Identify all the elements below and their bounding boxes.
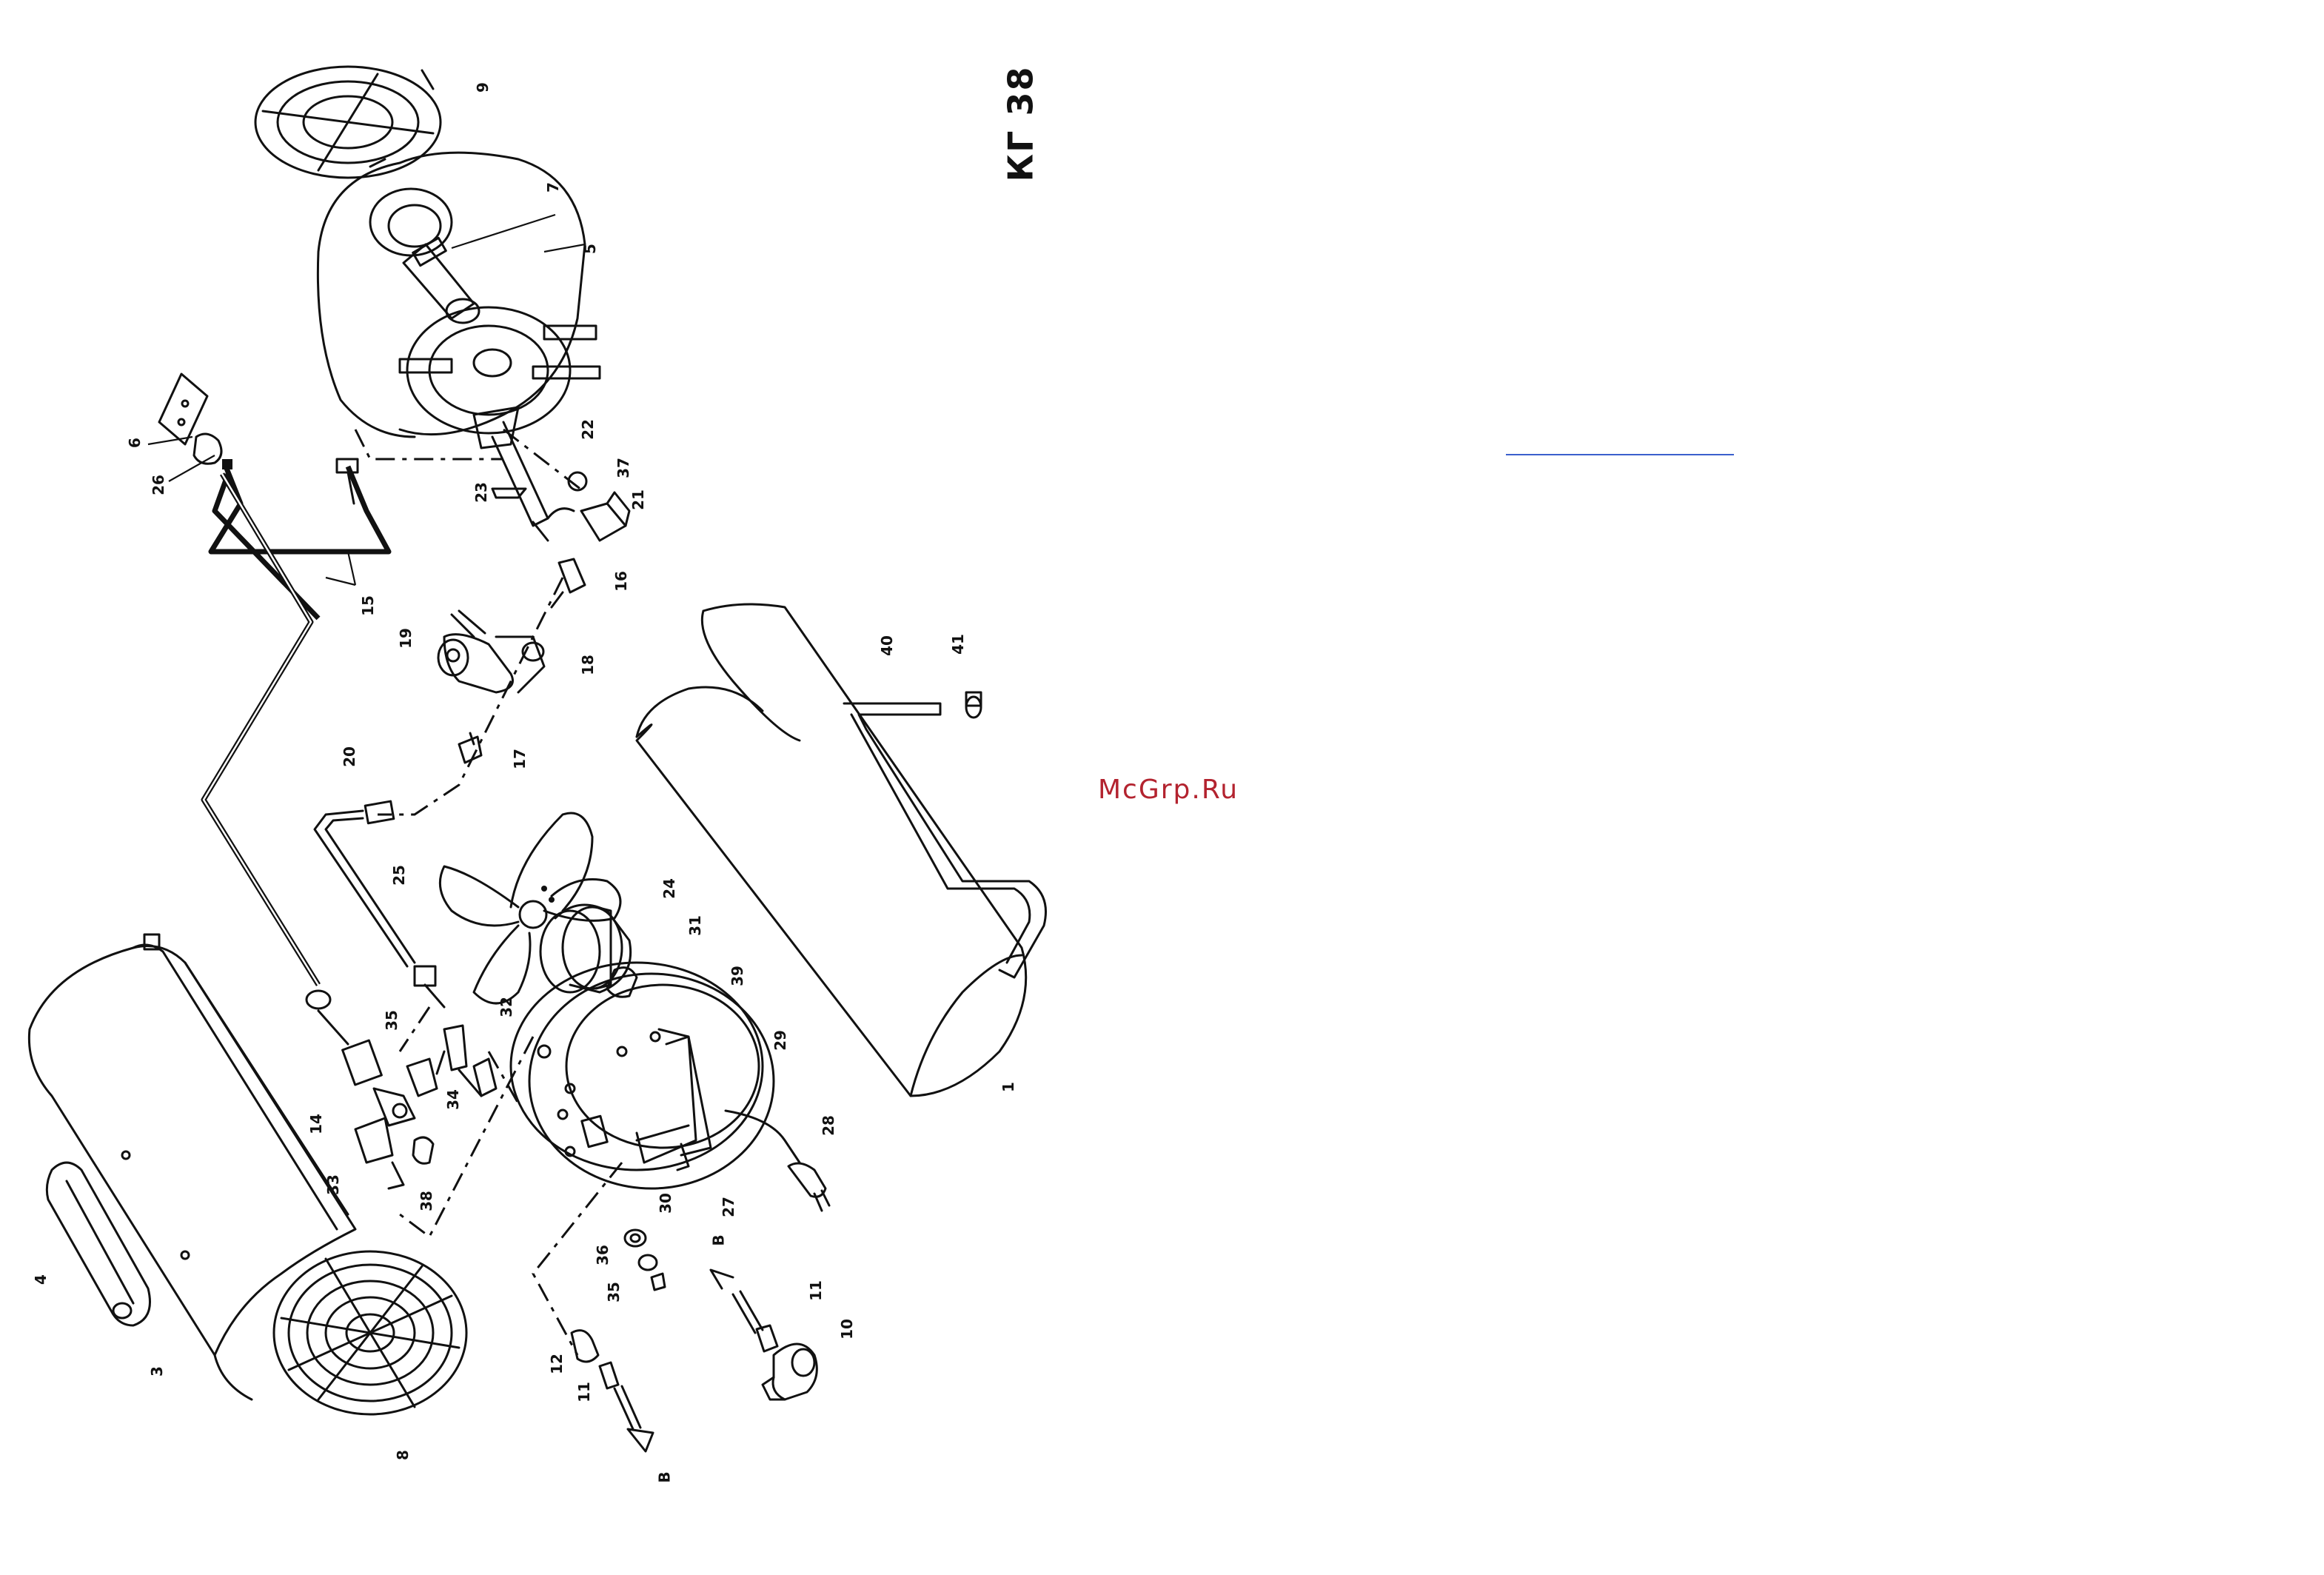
part-label-35-top: 35	[384, 1010, 399, 1031]
part-label-25: 25	[392, 865, 406, 886]
part-label-1: 1	[1001, 1082, 1016, 1092]
part-18-19-gas-valve	[438, 611, 544, 692]
part-label-41: 41	[951, 634, 965, 655]
part-label-14: 14	[309, 1114, 324, 1134]
dash-lines	[355, 429, 622, 1355]
part-5-rear-housing	[318, 153, 600, 437]
part-label-22: 22	[580, 419, 595, 440]
part-39-front-ring	[511, 963, 774, 1188]
part-1-main-cylinder	[637, 604, 1026, 1096]
part-label-23: 23	[474, 482, 489, 503]
part-label-36: 36	[595, 1245, 610, 1265]
part-label-27: 27	[721, 1197, 736, 1217]
part-label-21: 21	[631, 489, 646, 510]
part-label-17: 17	[512, 749, 527, 769]
part-label-6: 6	[127, 438, 142, 448]
part-label-16: 16	[614, 571, 629, 592]
part-label-24: 24	[662, 878, 677, 899]
part-label-33: 33	[326, 1174, 341, 1195]
part-label-8: 8	[395, 1450, 410, 1460]
part-14-gas-block	[307, 966, 496, 1188]
direction-marker-b-right: B	[711, 1234, 726, 1245]
part-label-20: 20	[342, 746, 357, 767]
part-4-carry-handle	[47, 1163, 150, 1325]
part-9-rear-guard	[255, 67, 441, 178]
part-label-3: 3	[150, 1366, 164, 1377]
part-label-19: 19	[398, 628, 413, 649]
part-15-wiring-harness	[204, 459, 389, 985]
part-label-28: 28	[821, 1115, 836, 1136]
part-label-30: 30	[658, 1193, 673, 1214]
watermark-text: McGrp.Ru	[1098, 775, 1239, 805]
part-16-fitting	[552, 559, 585, 607]
part-label-9: 9	[475, 82, 490, 93]
part-10-11-valve	[711, 1270, 817, 1400]
divider-line	[1506, 454, 1734, 455]
direction-marker-b-bottom: B	[657, 1471, 672, 1482]
part-label-34: 34	[446, 1089, 461, 1110]
part-label-26: 26	[151, 475, 166, 495]
part-label-4: 4	[33, 1274, 48, 1285]
part-label-11-left: 11	[577, 1382, 592, 1402]
part-label-35-bottom: 35	[606, 1282, 621, 1303]
part-6-thermostat-bracket	[148, 374, 232, 481]
part-label-12: 12	[549, 1354, 564, 1374]
part-label-40: 40	[880, 635, 894, 656]
part-label-5: 5	[583, 244, 597, 254]
part-label-37: 37	[616, 458, 631, 478]
part-label-10: 10	[840, 1319, 854, 1340]
part-17-fitting	[459, 733, 481, 763]
part-label-38: 38	[419, 1191, 434, 1211]
part-label-31: 31	[688, 915, 703, 936]
model-title: КГ 38	[1000, 66, 1040, 182]
part-8-front-guard	[274, 1251, 466, 1414]
part-label-39: 39	[730, 966, 745, 986]
part-label-7: 7	[546, 182, 560, 193]
part-label-29: 29	[773, 1030, 788, 1051]
part-36-35-nuts	[625, 1230, 665, 1290]
part-label-11-right: 11	[808, 1280, 823, 1301]
part-label-15: 15	[361, 595, 375, 616]
part-label-18: 18	[580, 655, 595, 675]
part-burner-head	[474, 407, 629, 541]
part-label-32: 32	[499, 997, 514, 1017]
